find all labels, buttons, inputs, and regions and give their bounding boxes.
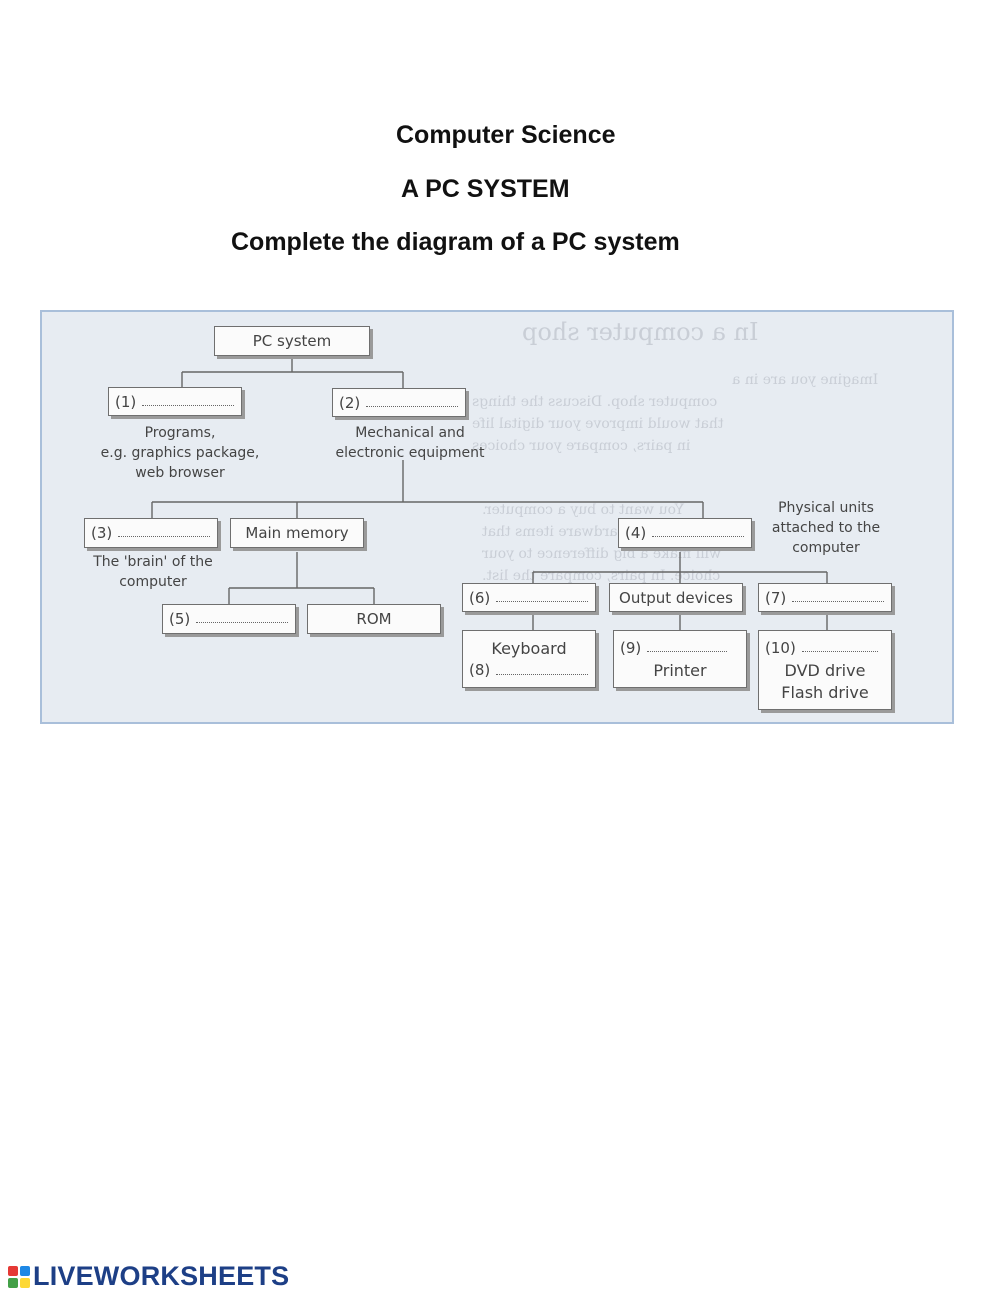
blank-9[interactable] xyxy=(647,650,728,652)
flash-drive-label: Flash drive xyxy=(781,682,869,702)
box-3-cpu: (3) xyxy=(84,518,218,548)
liveworksheets-logo: LIVEWORKSHEETS xyxy=(8,1261,289,1292)
rom-label: ROM xyxy=(356,610,392,628)
printer-label: Printer xyxy=(653,660,707,680)
box-6-input-devices: (6) xyxy=(462,583,596,612)
logo-text: LIVEWORKSHEETS xyxy=(33,1261,290,1291)
pc-system-diagram: In a computer shop Imagine you are in a … xyxy=(40,310,954,724)
dvd-drive-label: DVD drive xyxy=(784,660,866,680)
number-8: (8) xyxy=(469,661,491,679)
output-devices-box: Output devices xyxy=(609,583,743,612)
pc-system-label: PC system xyxy=(252,332,332,350)
caption-2-line: electronic equipment xyxy=(335,445,485,461)
keyboard-label: Keyboard xyxy=(491,639,567,658)
pc-system-box: PC system xyxy=(214,326,370,356)
caption-1-line: Programs, xyxy=(144,425,216,441)
caption-1-line: e.g. graphics package, xyxy=(100,445,260,461)
blank-1[interactable] xyxy=(142,404,235,406)
blank-2[interactable] xyxy=(366,405,459,407)
box-7-storage-devices: (7) xyxy=(758,583,892,612)
main-memory-label: Main memory xyxy=(245,524,349,542)
box-1-software: (1) xyxy=(108,387,242,416)
caption-4-line: attached to the xyxy=(771,520,881,536)
subject-heading: Computer Science xyxy=(396,121,616,149)
caption-3-line: The 'brain' of the xyxy=(93,554,213,570)
caption-3-line: computer xyxy=(119,574,187,590)
number-9: (9) xyxy=(620,638,642,657)
number-1: (1) xyxy=(115,392,137,411)
number-4: (4) xyxy=(625,524,647,542)
rom-box: ROM xyxy=(307,604,441,634)
topic-heading: A PC SYSTEM xyxy=(401,175,570,203)
number-10: (10) xyxy=(765,638,796,657)
printer-box: (9) Printer xyxy=(613,630,747,688)
caption-4-line: computer xyxy=(792,540,860,556)
blank-10[interactable] xyxy=(801,650,878,652)
blank-5[interactable] xyxy=(196,621,289,623)
blank-6[interactable] xyxy=(496,600,589,602)
connector-lines xyxy=(151,356,828,630)
caption-1: Programs, e.g. graphics package, web bro… xyxy=(100,423,260,483)
main-memory-box: Main memory xyxy=(230,518,364,548)
caption-3: The 'brain' of the computer xyxy=(80,552,226,592)
keyboard-box: Keyboard (8) xyxy=(462,630,596,688)
caption-2-line: Mechanical and xyxy=(355,425,465,441)
box-5-ram: (5) xyxy=(162,604,296,634)
blank-4[interactable] xyxy=(652,535,745,537)
output-devices-label: Output devices xyxy=(619,588,733,607)
number-5: (5) xyxy=(169,610,191,628)
number-3: (3) xyxy=(91,524,113,542)
blank-3[interactable] xyxy=(118,535,211,537)
logo-icon xyxy=(8,1265,30,1288)
blank-7[interactable] xyxy=(792,600,885,602)
caption-2: Mechanical and electronic equipment xyxy=(324,423,496,463)
number-7: (7) xyxy=(765,588,787,607)
number-2: (2) xyxy=(339,393,361,412)
storage-box: (10) DVD drive Flash drive xyxy=(758,630,892,710)
caption-1-line: web browser xyxy=(135,465,225,481)
number-6: (6) xyxy=(469,588,491,607)
caption-4: Physical units attached to the computer xyxy=(756,498,896,558)
box-4-peripherals: (4) xyxy=(618,518,752,548)
instruction-heading: Complete the diagram of a PC system xyxy=(231,228,680,256)
caption-4-line: Physical units xyxy=(778,500,874,516)
blank-8[interactable] xyxy=(496,673,589,675)
box-2-hardware: (2) xyxy=(332,388,466,417)
